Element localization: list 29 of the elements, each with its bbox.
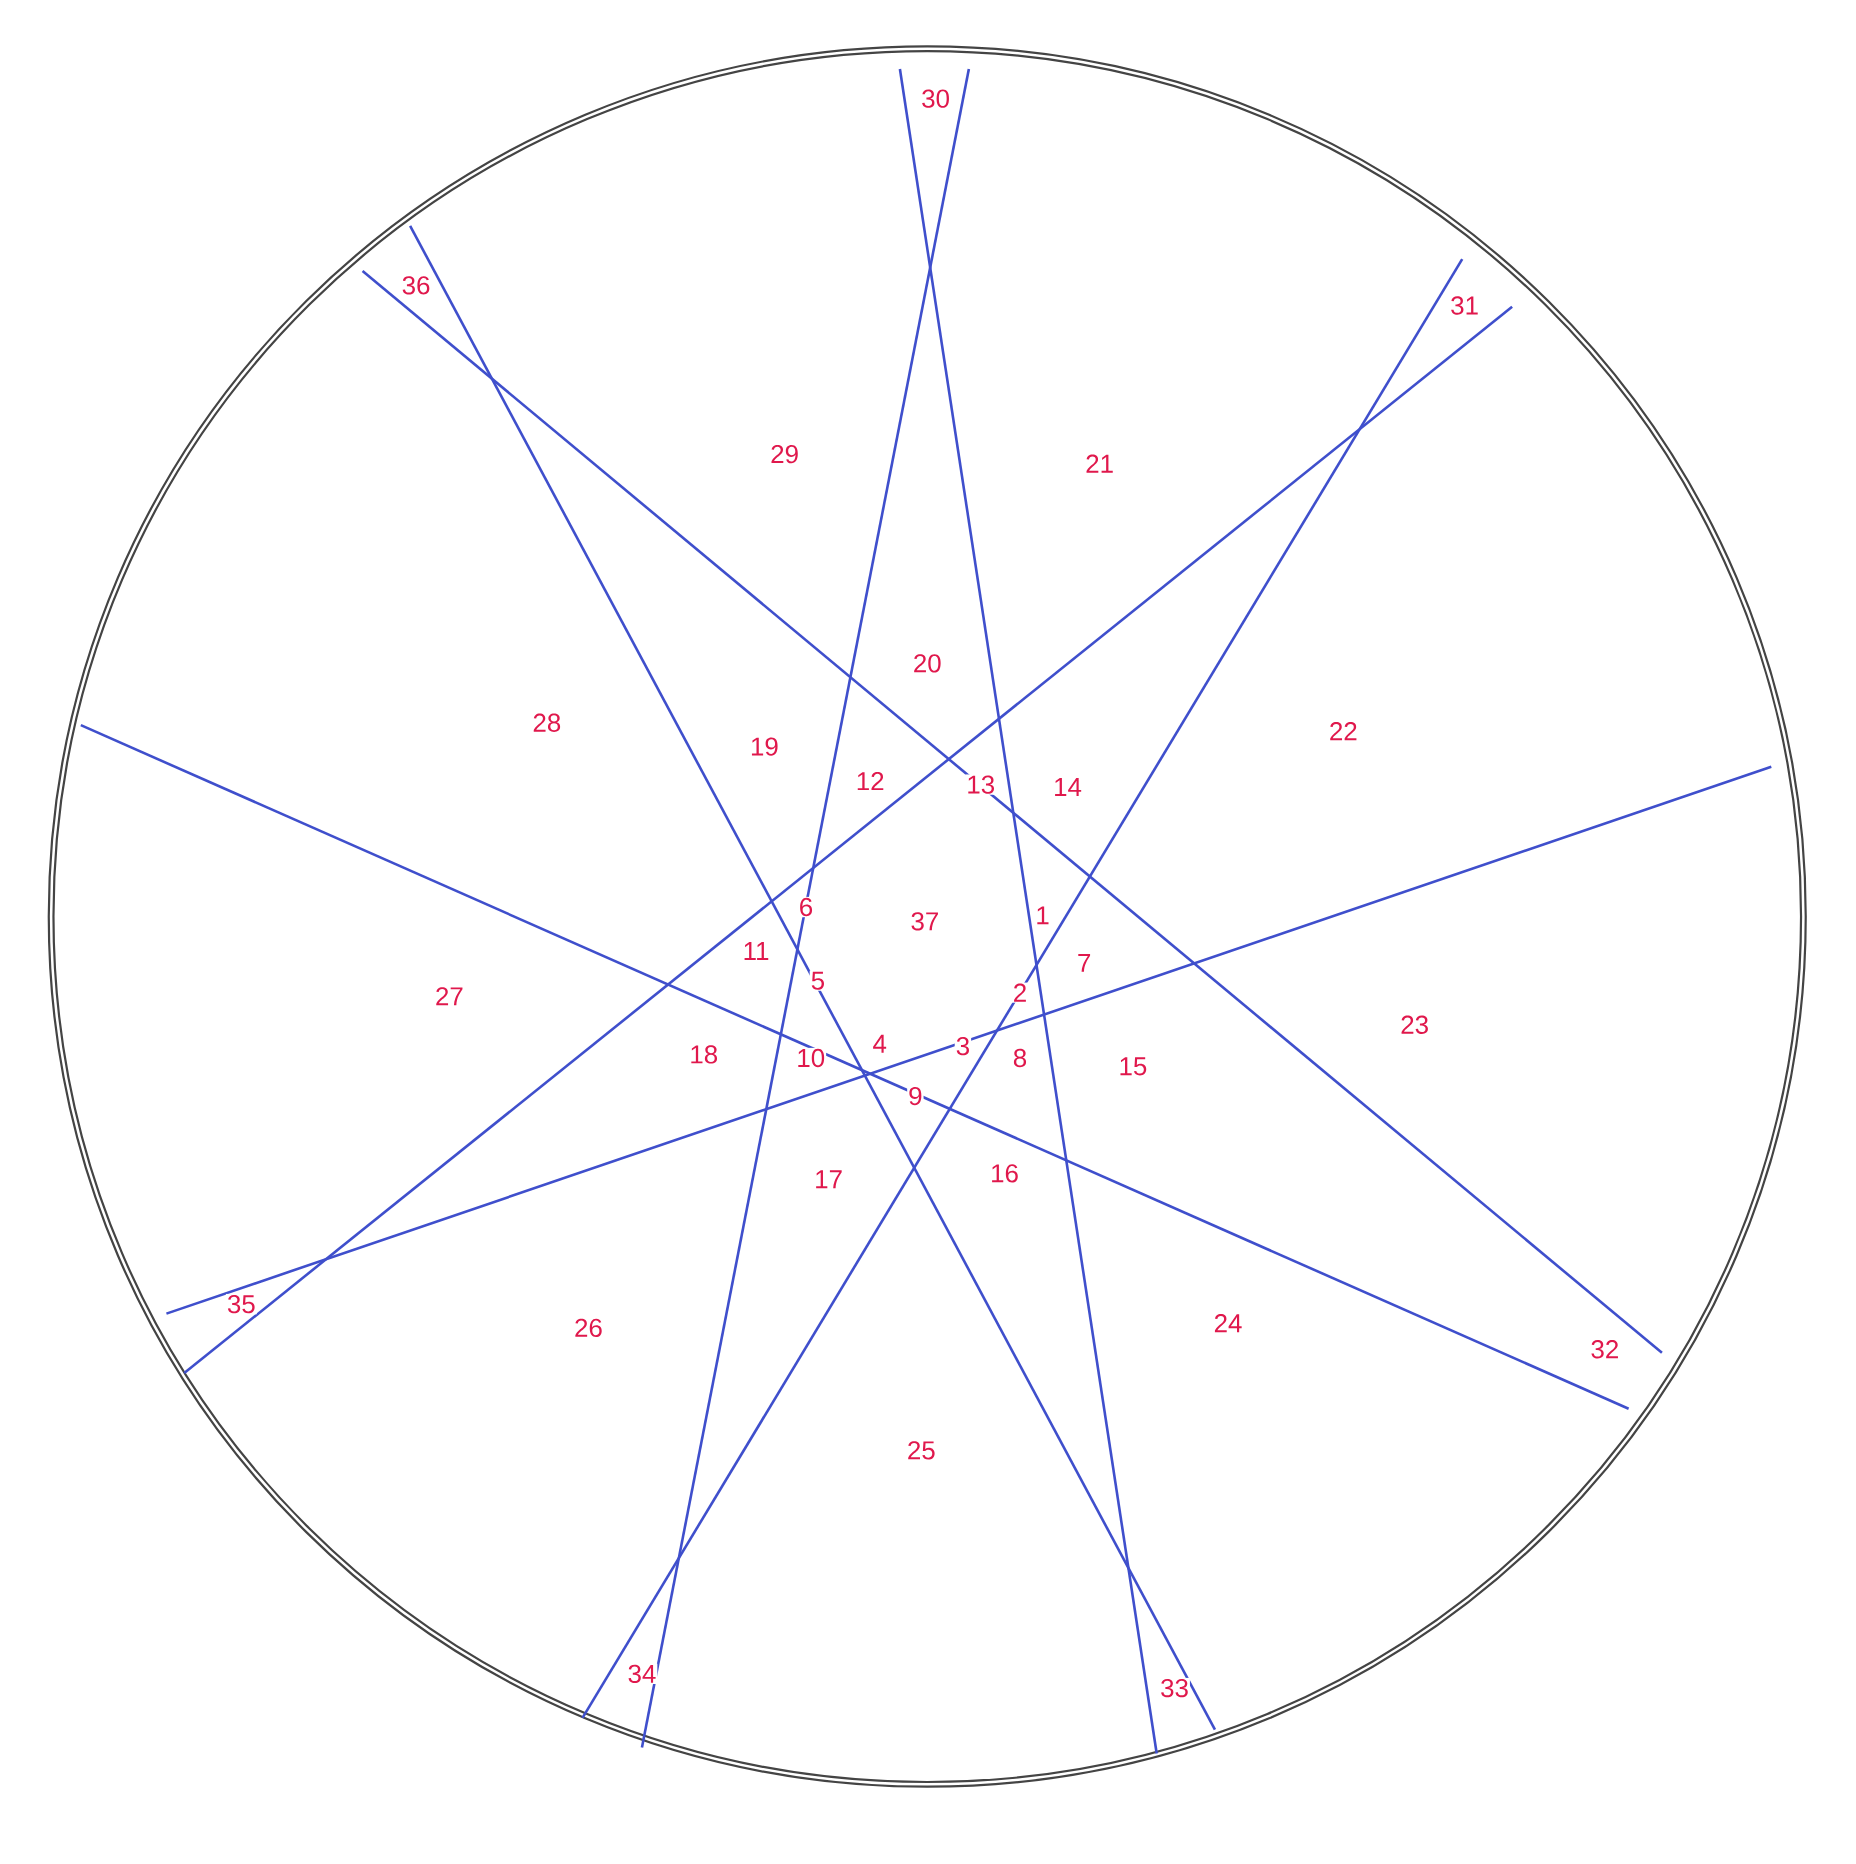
region-number: 25	[906, 1440, 937, 1461]
region-number: 17	[813, 1169, 845, 1190]
region-number: 21	[1084, 453, 1116, 474]
region-number: 1	[1034, 905, 1051, 926]
region-number: 30	[920, 88, 952, 109]
region-number: 18	[688, 1044, 720, 1065]
region-number: 28	[531, 712, 563, 733]
region-number: 35	[226, 1293, 257, 1315]
region-number: 11	[741, 941, 771, 961]
region-number: 16	[989, 1163, 1021, 1184]
region-number: 7	[1076, 953, 1093, 973]
region-number: 20	[912, 653, 943, 674]
region-number: 10	[795, 1047, 827, 1069]
region-number: 22	[1328, 721, 1359, 742]
region-number: 13	[965, 774, 997, 795]
region-number: 9	[907, 1085, 924, 1107]
region-number: 33	[1159, 1677, 1191, 1699]
region-number: 29	[769, 443, 801, 465]
region-number: 14	[1052, 777, 1084, 797]
region-number: 32	[1589, 1339, 1621, 1360]
region-number: 24	[1212, 1313, 1244, 1334]
region-number: 23	[1399, 1014, 1431, 1035]
region-number: 26	[573, 1317, 604, 1339]
region-number: 15	[1117, 1056, 1149, 1077]
region-number: 19	[749, 736, 780, 757]
region-number: 37	[909, 911, 941, 932]
region-number: 27	[434, 986, 465, 1007]
region-number: 31	[1449, 295, 1481, 316]
region-number: 36	[400, 275, 432, 296]
